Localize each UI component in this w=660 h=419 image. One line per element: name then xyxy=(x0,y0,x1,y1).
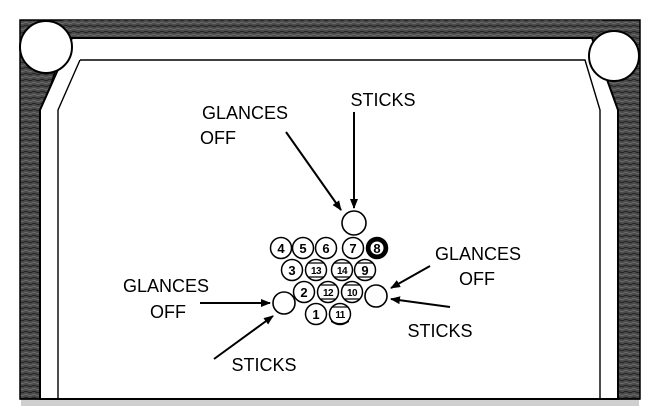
stripe-marks xyxy=(331,320,349,325)
rack-ball xyxy=(316,280,340,304)
pocket-top-left xyxy=(19,20,73,74)
stripe-marks xyxy=(320,284,336,300)
rack-row-3: 2 12 10 xyxy=(292,280,364,304)
label-left-glances-line1: GLANCES xyxy=(123,276,209,296)
ball-left xyxy=(272,291,296,315)
ball-top xyxy=(341,210,367,236)
rack-ball-number: 13 xyxy=(311,266,322,277)
rack-ball xyxy=(291,236,315,260)
rack-row-1: 4 5 6 7 8 xyxy=(269,236,389,260)
ball-right xyxy=(364,284,388,308)
table-cloth xyxy=(39,37,619,400)
cushion-line xyxy=(57,59,601,399)
label-right-glances-line2: OFF xyxy=(459,269,495,289)
stripe-marks xyxy=(357,262,373,278)
arrow-right-glances xyxy=(390,265,431,289)
rack-ball xyxy=(340,280,364,304)
rack-ball-number: 8 xyxy=(373,241,380,256)
rack-ball-number: 2 xyxy=(300,285,307,300)
rack-ball xyxy=(304,302,328,326)
rail-top-band xyxy=(62,20,602,36)
rack-row-2: 3 13 14 9 xyxy=(280,258,377,282)
label-left-glances-line2: OFF xyxy=(150,302,186,322)
label-top-glances-line1: GLANCES xyxy=(202,103,288,123)
pocket-top-right xyxy=(588,30,640,82)
label-top-glances-line2: OFF xyxy=(200,128,236,148)
rack-ball xyxy=(330,258,354,282)
arrow-top-glances xyxy=(285,131,342,211)
rack-row-4: 1 11 xyxy=(304,302,352,326)
arrow-bottom-sticks xyxy=(213,315,274,360)
label-right-glances-line1: GLANCES xyxy=(435,244,521,264)
rack-ball xyxy=(304,258,328,282)
stripe-marks xyxy=(344,284,360,300)
rack-ball-number: 5 xyxy=(299,241,306,256)
rack-ball xyxy=(353,258,377,282)
rack-ball xyxy=(292,280,316,304)
stripe-marks xyxy=(308,262,324,278)
rack-ball xyxy=(280,258,304,282)
rack-ball-number: 4 xyxy=(277,241,285,256)
rack-ball-eight-spot xyxy=(370,241,384,255)
rack-ball-number: 9 xyxy=(361,263,368,278)
arrow-right-sticks xyxy=(390,296,451,308)
rack-ball-number: 14 xyxy=(337,266,348,277)
rack-ball-number: 12 xyxy=(323,288,334,299)
label-right-sticks: STICKS xyxy=(407,321,472,341)
rack-ball-number: 11 xyxy=(335,310,345,321)
rack-ball-number: 6 xyxy=(322,241,329,256)
rack-ball xyxy=(314,236,338,260)
rack-ball-number: 1 xyxy=(312,307,319,322)
label-bottom-sticks: STICKS xyxy=(231,355,296,375)
rack-ball-number: 3 xyxy=(288,263,295,278)
rack-ball-number: 7 xyxy=(349,241,356,256)
rack-ball xyxy=(341,236,365,260)
rack-ball-number: 10 xyxy=(347,288,358,299)
rack-ball xyxy=(269,236,293,260)
label-top-sticks: STICKS xyxy=(350,90,415,110)
stripe-marks xyxy=(334,262,350,278)
